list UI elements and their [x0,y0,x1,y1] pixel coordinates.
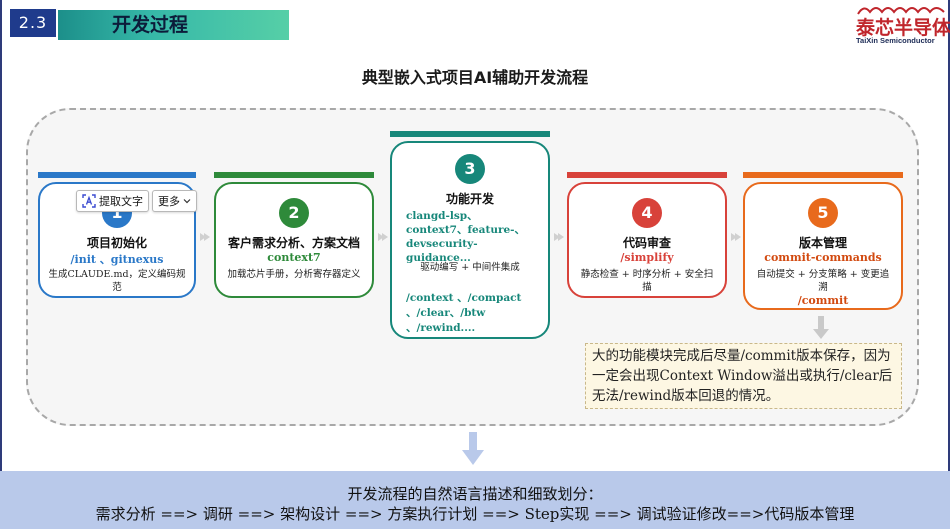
step3-top-bar [390,131,550,137]
logo-text: 泰芯半导体 [856,17,950,39]
commit-note: 大的功能模块完成后尽量/commit版本保存，因为一定会出现Context Wi… [585,343,902,409]
step1-command: /init 、gitnexus [70,253,164,266]
step4-description: 静态检查 + 时序分析 + 安全扫描 [580,269,714,293]
step3-title: 功能开发 [445,192,494,206]
step4-title: 代码审查 [622,236,671,250]
chevron-down-icon [183,199,191,204]
summary-band [0,471,950,529]
step2-command: context7 [267,251,321,264]
arrow-down-icon [813,316,829,339]
step2-description: 加载芯片手册，分析寄存器定义 [227,269,361,280]
arrow-right-icon [200,233,210,241]
step2-number: 2 [279,198,309,228]
frame-right-border [948,0,950,529]
step5-command: commit-commands [764,251,882,264]
step4-top-bar [567,172,727,178]
step3-session-commands: /context 、/compact 、/clear、/btw 、/rewind… [406,292,522,334]
extract-text-label: 提取文字 [99,195,143,208]
step1-title: 项目初始化 [86,236,147,250]
flow-title: 典型嵌入式项目AI辅助开发流程 [361,68,589,87]
step2-top-bar [214,172,374,178]
logo-subtext: TaiXin Semiconductor [856,36,935,45]
section-number: 2.3 [10,9,56,37]
step1-top-bar [38,172,196,178]
extract-text-button[interactable]: 提取文字 [76,190,149,212]
company-logo: 泰芯半导体 TaiXin Semiconductor [852,2,950,48]
section-title: 开发过程 [112,14,189,36]
step3-command: clangd-lsp、context7、feature-、devsecurity… [406,210,526,264]
step4-card[interactable]: 4 代码审查 /simplify 静态检查 + 时序分析 + 安全扫描 [567,182,727,298]
more-label: 更多 [158,195,180,208]
more-button[interactable]: 更多 [152,190,197,212]
frame-left-border [0,0,2,529]
section-title-bar [58,10,289,40]
step5-commit-command: /commit [797,294,849,307]
summary-flow: 需求分析 ==> 调研 ==> 架构设计 ==> 方案执行计划 ==> Step… [95,505,855,523]
step5-description: 自动提交 + 分支策略 + 变更追溯 [756,269,890,293]
text-scan-icon [82,194,96,208]
step4-command: /simplify [620,251,674,264]
arrow-right-icon [378,233,388,241]
logo-wave-icon [857,7,945,15]
floating-toolbar: 提取文字 更多 [76,190,197,212]
summary-heading: 开发流程的自然语言描述和细致划分： [347,485,603,503]
step4-number: 4 [632,198,662,228]
step1-description: 生成CLAUDE.md，定义编码规范 [48,269,186,293]
arrow-right-icon [731,233,741,241]
step2-title: 客户需求分析、方案文档 [227,236,360,250]
arrow-down-icon [462,432,484,465]
step5-number: 5 [808,198,838,228]
step5-card[interactable]: 5 版本管理 commit-commands 自动提交 + 分支策略 + 变更追… [743,182,903,310]
step5-title: 版本管理 [798,236,847,250]
step3-card[interactable]: 3 功能开发 clangd-lsp、context7、feature-、devs… [390,141,550,339]
step2-card[interactable]: 2 客户需求分析、方案文档 context7 加载芯片手册，分析寄存器定义 [214,182,374,298]
step3-description: 驱动编写 + 中间件集成 [420,262,520,273]
arrow-right-icon [554,233,564,241]
step5-top-bar [743,172,903,178]
step3-number: 3 [455,154,485,184]
